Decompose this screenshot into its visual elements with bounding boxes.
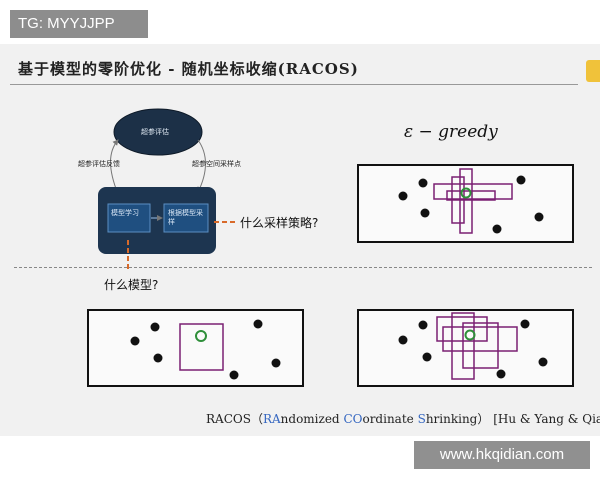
model-learning-box (107, 203, 151, 233)
footer-prefix: RACOS（ (206, 412, 263, 426)
model-learning-label: 模型学习 (111, 209, 139, 217)
evaluation-node (113, 108, 203, 156)
model-sampling-label: 根据模型采样 (168, 209, 203, 226)
tg-badge: TG: MYYJJPP (10, 10, 148, 38)
racos-regions (436, 312, 518, 380)
sampling-region (179, 323, 224, 371)
evaluation-node-label: 超参评估 (141, 128, 169, 136)
racos-box (357, 309, 574, 387)
footer-hrinking: hrinking） (425, 412, 490, 426)
racos-optimum (464, 329, 476, 341)
greedy-box (357, 164, 574, 243)
model-region-points (130, 319, 281, 380)
accent-bar (586, 60, 600, 82)
sampling-label: 超参空间采样点 (192, 160, 241, 168)
slide-graphics (87, 108, 574, 387)
footer-co: CO (343, 412, 363, 426)
model-region-box (87, 309, 304, 387)
greedy-label: ε − greedy (404, 122, 498, 142)
footer-s: S (417, 412, 426, 426)
slide: 基于模型的零阶优化 - 随机坐标收缩(RACOS) (0, 44, 600, 436)
footer-citation: [Hu & Yang & Qian] (493, 412, 600, 426)
greedy-optimum (460, 187, 472, 199)
slide-title: 基于模型的零阶优化 - 随机坐标收缩(RACOS) (18, 60, 359, 78)
greedy-points (398, 175, 544, 234)
footer-ra: RA (262, 412, 281, 426)
title-underline (10, 84, 578, 85)
model-sampling-box (163, 203, 209, 233)
feedback-label: 超参评估反馈 (78, 160, 120, 168)
footer-ndomized: ndomized (280, 412, 344, 426)
racos-points (398, 319, 548, 379)
dashed-divider (14, 267, 592, 268)
model-region-optimum (195, 330, 207, 342)
model-question: 什么模型? (104, 278, 159, 292)
sampling-strategy-question: 什么采样策略? (240, 216, 319, 230)
watermark: www.hkqidian.com (414, 441, 590, 469)
racos-footer: RACOS（RAndomized COordinate Shrinking） [… (206, 410, 600, 427)
footer-ordinate: ordinate (362, 412, 418, 426)
